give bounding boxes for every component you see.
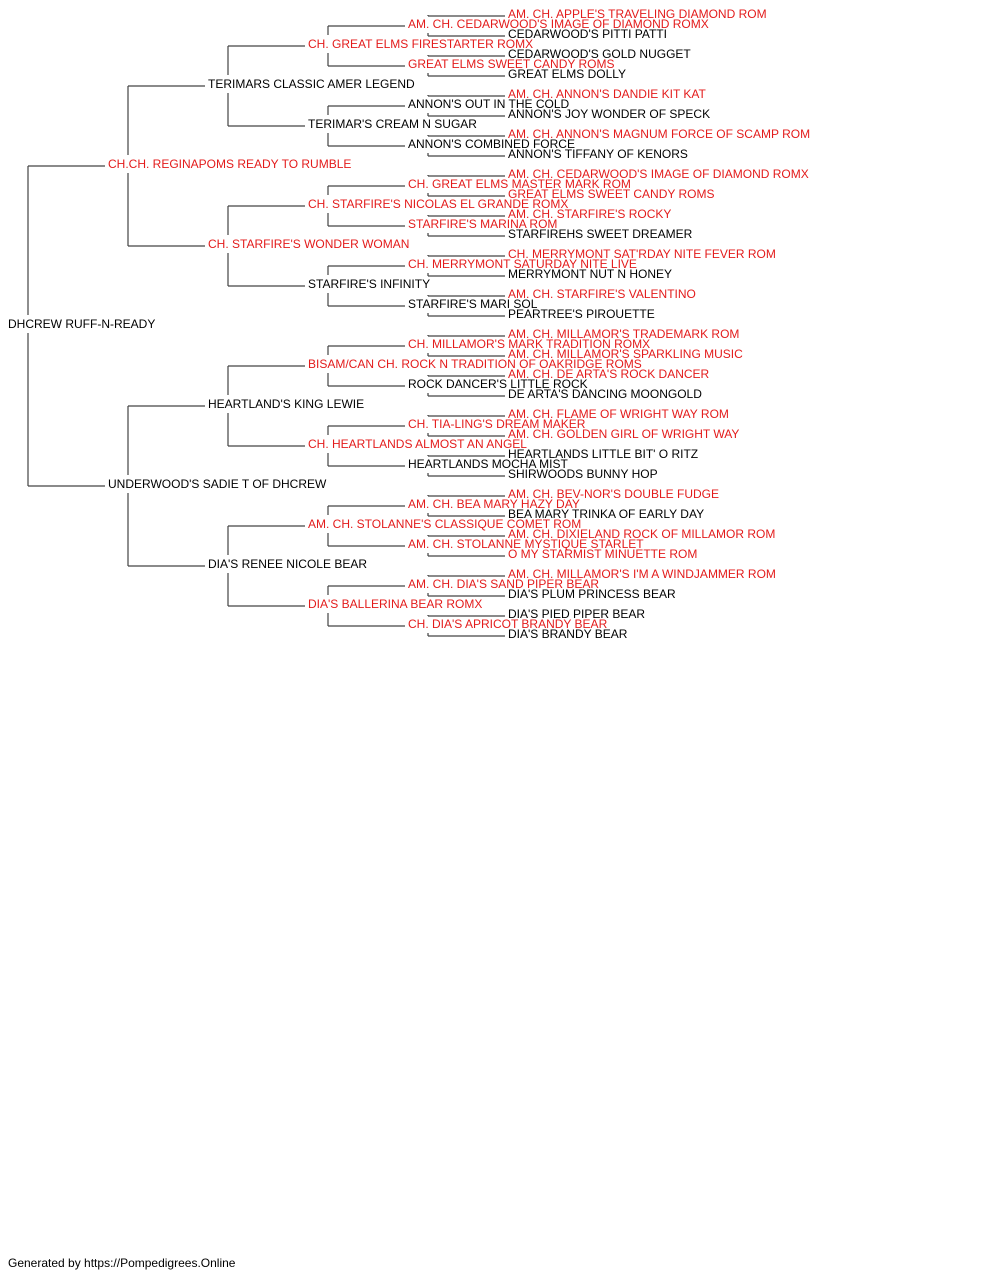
pedigree-name: DIA'S RENEE NICOLE BEAR <box>208 557 367 571</box>
pedigree-name: CH. TIA-LING'S DREAM MAKER <box>408 417 586 431</box>
pedigree-name: AM. CH. DIA'S SAND PIPER BEAR <box>408 577 599 591</box>
pedigree-name: STARFIRE'S INFINITY <box>308 277 430 291</box>
pedigree-name: ANNON'S TIFFANY OF KENORS <box>508 147 688 161</box>
pedigree-name: ANNON'S COMBINED FORCE <box>408 137 575 151</box>
pedigree-name: TERIMARS CLASSIC AMER LEGEND <box>208 77 415 91</box>
pedigree-name: AM. CH. ANNON'S DANDIE KIT KAT <box>508 87 707 101</box>
pedigree-name: ANNON'S JOY WONDER OF SPECK <box>508 107 710 121</box>
pedigree-name: MERRYMONT NUT N HONEY <box>508 267 672 281</box>
pedigree-name: BEA MARY TRINKA OF EARLY DAY <box>508 507 704 521</box>
pedigree-name: CH. STARFIRE'S NICOLAS EL GRANDE ROMX <box>308 197 568 211</box>
pedigree-name: CH. DIA'S APRICOT BRANDY BEAR <box>408 617 608 631</box>
pedigree-name: STARFIREHS SWEET DREAMER <box>508 227 693 241</box>
pedigree-name: CH. MERRYMONT SATURDAY NITE LIVE <box>408 257 637 271</box>
pedigree-name: GREAT ELMS SWEET CANDY ROMS <box>408 57 614 71</box>
pedigree-name: AM. CH. BEV-NOR'S DOUBLE FUDGE <box>508 487 719 501</box>
pedigree-name: AM. CH. FLAME OF WRIGHT WAY ROM <box>508 407 729 421</box>
pedigree-name: AM. CH. MILLAMOR'S TRADEMARK ROM <box>508 327 739 341</box>
footer-credit: Generated by https://Pompedigrees.Online <box>8 1256 236 1270</box>
pedigree-name: CEDARWOOD'S GOLD NUGGET <box>508 47 691 61</box>
pedigree-name: BISAM/CAN CH. ROCK N TRADITION OF OAKRID… <box>308 357 642 371</box>
pedigree-name: AM. CH. CEDARWOOD'S IMAGE OF DIAMOND ROM… <box>508 167 809 181</box>
pedigree-name: O MY STARMIST MINUETTE ROM <box>508 547 697 561</box>
pedigree-name: AM. CH. DIXIELAND ROCK OF MILLAMOR ROM <box>508 527 775 541</box>
pedigree-name: AM. CH. CEDARWOOD'S IMAGE OF DIAMOND ROM… <box>408 17 709 31</box>
pedigree-name: DIA'S BRANDY BEAR <box>508 627 628 641</box>
pedigree-name: ROCK DANCER'S LITTLE ROCK <box>408 377 588 391</box>
pedigree-name: CEDARWOOD'S PITTI PATTI <box>508 27 667 41</box>
pedigree-name: SHIRWOODS BUNNY HOP <box>508 467 658 481</box>
pedigree-name: AM. CH. APPLE'S TRAVELING DIAMOND ROM <box>508 7 767 21</box>
pedigree-name: HEARTLAND'S KING LEWIE <box>208 397 364 411</box>
pedigree-name: HEARTLANDS LITTLE BIT' O RITZ <box>508 447 698 461</box>
pedigree-name: AM. CH. GOLDEN GIRL OF WRIGHT WAY <box>508 427 739 441</box>
pedigree-name: TERIMAR'S CREAM N SUGAR <box>308 117 477 131</box>
pedigree-name: ANNON'S OUT IN THE COLD <box>408 97 570 111</box>
pedigree-name: STARFIRE'S MARINA ROM <box>408 217 557 231</box>
pedigree-name: DE ARTA'S DANCING MOONGOLD <box>508 387 702 401</box>
pedigree-name: AM. CH. STOLANNE'S CLASSIQUE COMET ROM <box>308 517 581 531</box>
pedigree-name: CH.CH. REGINAPOMS READY TO RUMBLE <box>108 157 351 171</box>
pedigree-name: STARFIRE'S MARI SOL <box>408 297 538 311</box>
pedigree-name: AM. CH. ANNON'S MAGNUM FORCE OF SCAMP RO… <box>508 127 810 141</box>
pedigree-name: AM. CH. STARFIRE'S ROCKY <box>508 207 671 221</box>
pedigree-name: AM. CH. STOLANNE MYSTIQUE STARLET <box>408 537 644 551</box>
pedigree-name: DIA'S PIED PIPER BEAR <box>508 607 645 621</box>
pedigree-name: CH. MILLAMOR'S MARK TRADITION ROMX <box>408 337 650 351</box>
pedigree-name: PEARTREE'S PIROUETTE <box>508 307 655 321</box>
pedigree-name: HEARTLANDS MOCHA MIST <box>408 457 568 471</box>
pedigree-name: GREAT ELMS SWEET CANDY ROMS <box>508 187 714 201</box>
pedigree-name: AM. CH. DE ARTA'S ROCK DANCER <box>508 367 710 381</box>
pedigree-name: CH. STARFIRE'S WONDER WOMAN <box>208 237 409 251</box>
pedigree-name: CH. HEARTLANDS ALMOST AN ANGEL <box>308 437 527 451</box>
pedigree-name: DIA'S BALLERINA BEAR ROMX <box>308 597 482 611</box>
pedigree-name: GREAT ELMS DOLLY <box>508 67 626 81</box>
pedigree-name: AM. CH. MILLAMOR'S SPARKLING MUSIC <box>508 347 743 361</box>
pedigree-name: DHCREW RUFF-N-READY <box>8 317 155 331</box>
pedigree-name: AM. CH. STARFIRE'S VALENTINO <box>508 287 696 301</box>
pedigree-name: AM. CH. BEA MARY HAZY DAY <box>408 497 580 511</box>
pedigree-name: CH. MERRYMONT SAT'RDAY NITE FEVER ROM <box>508 247 776 261</box>
pedigree-name: AM. CH. MILLAMOR'S I'M A WINDJAMMER ROM <box>508 567 776 581</box>
pedigree-name: CH. GREAT ELMS FIRESTARTER ROMX <box>308 37 533 51</box>
pedigree-name: UNDERWOOD'S SADIE T OF DHCREW <box>108 477 327 491</box>
pedigree-name: CH. GREAT ELMS MASTER MARK ROM <box>408 177 631 191</box>
pedigree-name: DIA'S PLUM PRINCESS BEAR <box>508 587 676 601</box>
